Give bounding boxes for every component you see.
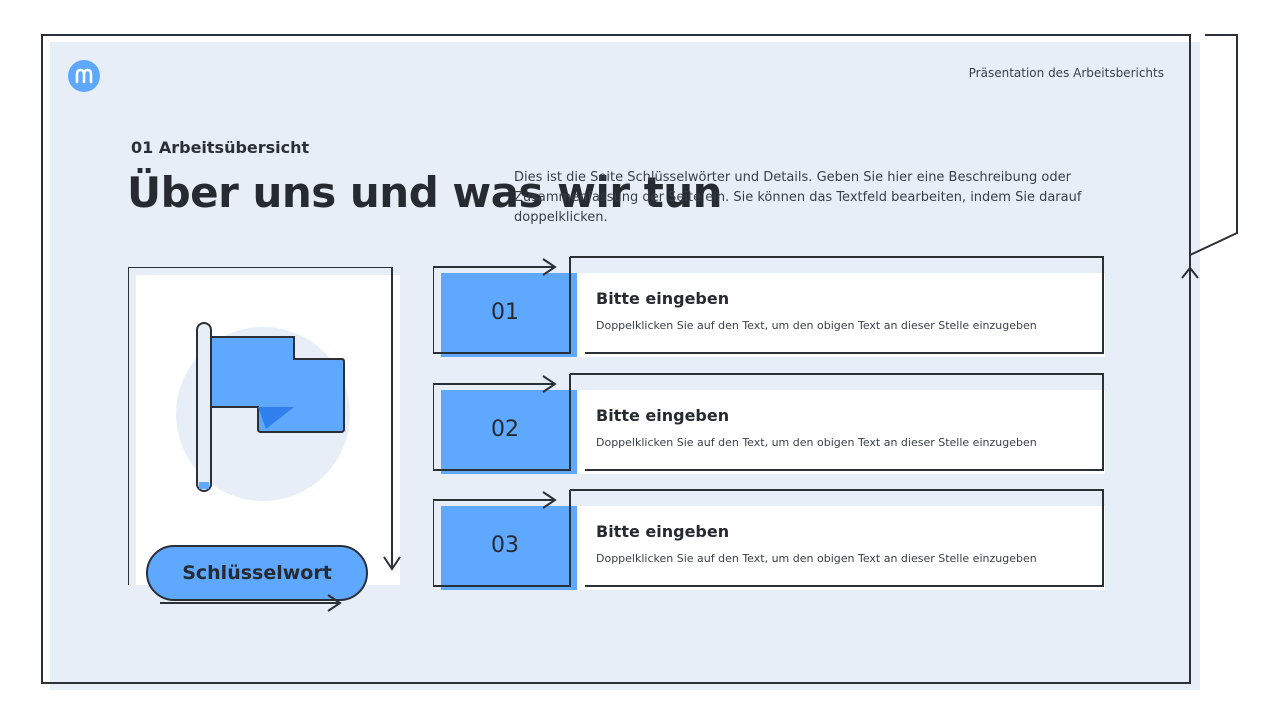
item-number: 01	[491, 299, 519, 325]
item-title[interactable]: Bitte eingeben	[596, 289, 730, 308]
item-title[interactable]: Bitte eingeben	[596, 522, 730, 541]
list-item[interactable]: 03 Bitte eingeben Doppelklicken Sie auf …	[433, 489, 1113, 590]
item-number-badge	[441, 273, 577, 357]
keyword-card	[128, 267, 401, 585]
page-title: Über uns und was wir tun	[127, 168, 723, 217]
list-item[interactable]: 01 Bitte eingeben Doppelklicken Sie auf …	[433, 256, 1113, 357]
page-description[interactable]: Dies ist die Seite Schlüsselwörter und D…	[514, 170, 1082, 225]
item-number-badge	[441, 390, 577, 474]
item-number: 03	[491, 532, 519, 558]
logo-icon	[68, 60, 100, 92]
item-description[interactable]: Doppelklicken Sie auf den Text, um den o…	[596, 552, 1037, 565]
flag-icon	[196, 322, 345, 492]
section-label: 01 Arbeitsübersicht	[131, 138, 310, 157]
item-number-badge	[441, 506, 577, 590]
keyword-button[interactable]: Schlüsselwort	[146, 545, 368, 601]
item-description[interactable]: Doppelklicken Sie auf den Text, um den o…	[596, 319, 1037, 332]
item-title[interactable]: Bitte eingeben	[596, 406, 730, 425]
presentation-caption: Präsentation des Arbeitsberichts	[968, 66, 1164, 80]
item-number: 02	[491, 416, 519, 442]
list-item[interactable]: 02 Bitte eingeben Doppelklicken Sie auf …	[433, 373, 1113, 474]
item-description[interactable]: Doppelklicken Sie auf den Text, um den o…	[596, 436, 1037, 449]
